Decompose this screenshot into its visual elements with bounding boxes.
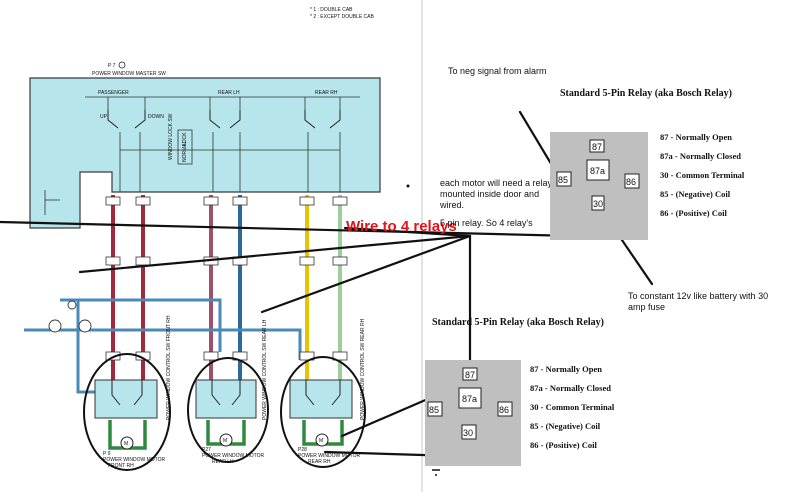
constant-12v-line2: amp fuse	[628, 302, 665, 312]
master-switch-name: POWER WINDOW MASTER SW	[92, 71, 166, 77]
relay-2-legend-30: 30 - Common Terminal	[530, 402, 615, 412]
highlight-circle-front-rh	[83, 353, 171, 471]
relay-diagram-1: Standard 5-Pin Relay (aka Bosch Relay) 8…	[550, 88, 745, 240]
svg-text:30: 30	[463, 428, 473, 438]
svg-text:M: M	[223, 438, 227, 444]
relay-2-legend-87a: 87a - Normally Closed	[530, 383, 611, 393]
relay-1-pin-85	[556, 171, 572, 187]
master-switch-contacts	[107, 110, 341, 129]
master-switch-internal-lines	[44, 96, 360, 215]
control-switch-rear-rh	[289, 379, 353, 419]
normal-label: NORMAL	[182, 140, 188, 162]
lock-label: LOCK	[182, 132, 188, 146]
splice-points	[48, 300, 92, 333]
relay-2-title: Standard 5-Pin Relay (aka Bosch Relay)	[432, 317, 604, 328]
motor-assembly-rear-lh: M P27 POWER WINDOW MOTOR REAR LH	[187, 357, 269, 465]
svg-text:86: 86	[626, 177, 636, 187]
motor-code-rear-rh: P28	[298, 447, 307, 453]
motor-name-front-rh: POWER WINDOW MOTOR	[103, 457, 166, 463]
section-rear-lh: REAR LH	[218, 90, 240, 96]
switch-label-front-rh: POWER WINDOW CONTROL SW FRONT RH	[166, 315, 172, 420]
relay-2-pin-86	[497, 401, 513, 417]
relay-1-pin-87a	[586, 159, 610, 181]
highlight-circle-rear-rh	[280, 356, 366, 468]
line-motor-to-relay-2	[340, 393, 439, 438]
svg-text:87: 87	[465, 370, 475, 380]
motor-code-rear-lh: P27	[202, 447, 211, 453]
wire-blue-horizontal	[24, 328, 302, 360]
neg-signal-note: To neg signal from alarm	[448, 66, 547, 76]
relay-diagram-2: Standard 5-Pin Relay (aka Bosch Relay) 8…	[425, 317, 615, 466]
svg-text:86: 86	[499, 405, 509, 415]
relay-2-pin-85	[427, 401, 443, 417]
line-red-label	[343, 226, 472, 238]
svg-text:M: M	[319, 438, 323, 444]
svg-text:M: M	[124, 441, 128, 447]
svg-text:87: 87	[592, 142, 602, 152]
motor-name-rear-lh: POWER WINDOW MOTOR	[202, 453, 265, 459]
motor-icon	[120, 436, 134, 450]
footnote-double-cab: * 1 : DOUBLE CAB	[310, 7, 353, 13]
relay-2-legend-86: 86 - (Positive) Coil	[530, 440, 597, 450]
up-label: UP	[100, 114, 108, 120]
svg-text:85: 85	[429, 405, 439, 415]
window-lock-sw-label: WINDOW LOCK SW	[168, 113, 174, 160]
wire-blue-left	[76, 300, 100, 394]
relay-1-title: Standard 5-Pin Relay (aka Bosch Relay)	[560, 88, 732, 99]
switch-label-rear-lh: POWER WINDOW CONTROL SW REAR LH	[262, 319, 268, 420]
relay-1-legend-30: 30 - Common Terminal	[660, 170, 745, 180]
svg-text:87a: 87a	[462, 394, 477, 404]
wire-blue-upper	[60, 298, 222, 352]
motor-note-line1: each motor will need a relay	[440, 178, 553, 188]
stray-dot	[406, 184, 410, 188]
motor-assembly-front-rh: M P 9 POWER WINDOW MOTOR FRONT RH	[83, 353, 171, 471]
svg-text:30: 30	[593, 199, 603, 209]
motor-assembly-rear-rh: M P28 POWER WINDOW MOTOR REAR RH	[280, 356, 366, 468]
master-switch-code: P 7	[108, 63, 116, 69]
line-to-motor-area	[260, 234, 472, 314]
highlight-circle-rear-lh	[187, 357, 269, 463]
relay-1-pin-30	[591, 195, 605, 211]
svg-text:85: 85	[558, 175, 568, 185]
line-left-to-relay-1	[0, 220, 577, 238]
section-rear-rh: REAR RH	[315, 90, 338, 96]
relay-1-legend-85: 85 - (Negative) Coil	[660, 189, 731, 199]
relay-2-pin-87	[462, 367, 478, 381]
control-switch-rear-lh	[195, 379, 257, 419]
motor-position-rear-rh: REAR RH	[308, 459, 331, 465]
wire-to-relays-label: Wire to 4 relays	[346, 218, 457, 235]
relay-2-pin-87a	[458, 387, 482, 409]
master-switch-panel	[29, 77, 381, 229]
relay-1-legend-87a: 87a - Normally Closed	[660, 151, 741, 161]
switch-label-rear-rh: POWER WINDOW CONTROL SW REAR RH	[360, 318, 366, 420]
footnote-except-double-cab: * 2 : EXCEPT DOUBLE CAB	[310, 14, 374, 20]
motor-position-front-rh: FRONT RH	[108, 463, 134, 469]
down-label: DOWN	[148, 114, 164, 120]
motor-position-rear-lh: REAR LH	[212, 459, 234, 465]
connector-icon	[118, 61, 126, 69]
line-to-switch-level	[78, 234, 472, 274]
motor-icon	[315, 433, 329, 447]
constant-12v-line1: To constant 12v like battery with 30	[628, 291, 768, 301]
svg-text:87a: 87a	[590, 166, 605, 176]
relay-count-note: 5 pin relay. So 4 relay's	[440, 218, 533, 228]
motor-note-line3: wired.	[439, 200, 464, 210]
section-passenger: PASSENGER	[98, 90, 129, 96]
relay-2-legend-85: 85 - (Negative) Coil	[530, 421, 601, 431]
motor-icon	[219, 433, 233, 447]
relay-2-legend-87: 87 - Normally Open	[530, 364, 602, 374]
motor-note-line2: mounted inside door and	[440, 189, 539, 199]
relay-1-pin-87	[589, 139, 605, 153]
relay-2-pin-30	[461, 424, 477, 440]
control-switch-front-rh	[94, 379, 158, 419]
motor-code-front-rh: P 9	[103, 451, 111, 457]
relay-1-legend-87: 87 - Normally Open	[660, 132, 732, 142]
relay-1-pin-86	[624, 173, 640, 189]
relay-1-legend-86: 86 - (Positive) Coil	[660, 208, 727, 218]
motor-name-rear-rh: POWER WINDOW MOTOR	[298, 453, 361, 459]
